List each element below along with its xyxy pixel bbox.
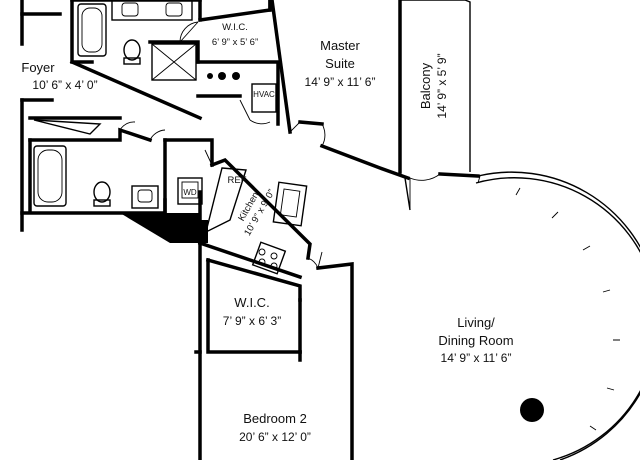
curved-window-wall bbox=[475, 171, 640, 460]
walls bbox=[20, 0, 480, 460]
doors bbox=[119, 21, 441, 269]
ref-label: REF bbox=[228, 175, 247, 186]
master-dims: 14’ 9” x 11’ 6” bbox=[305, 75, 376, 89]
wd-label: WD bbox=[183, 188, 197, 197]
living-label-line2: Dining Room bbox=[438, 333, 513, 348]
hvac-label: HVAC bbox=[253, 90, 275, 99]
living-label-line1: Living/ bbox=[457, 315, 495, 330]
foyer-dims: 10’ 6” x 4’ 0” bbox=[32, 78, 97, 92]
master-label-line2: Suite bbox=[325, 56, 355, 71]
foyer-label: Foyer bbox=[21, 60, 55, 75]
wic-mid-dims: 7’ 9” x 6’ 3” bbox=[223, 314, 281, 328]
wic-top-dims: 6’ 9” x 5’ 6” bbox=[212, 37, 258, 48]
wic-top-label: W.I.C. bbox=[222, 22, 248, 33]
balcony-label: Balcony bbox=[418, 62, 433, 109]
wic-mid-label: W.I.C. bbox=[234, 295, 269, 310]
living-dims: 14’ 9” x 11’ 6” bbox=[441, 351, 512, 365]
fixtures bbox=[33, 0, 544, 422]
bedroom2-dims: 20’ 6” x 12’ 0” bbox=[239, 430, 311, 444]
room-labels: Foyer 10’ 6” x 4’ 0” W.I.C. 6’ 9” x 5’ 6… bbox=[21, 22, 513, 444]
bedroom2-label: Bedroom 2 bbox=[243, 411, 307, 426]
balcony-dims: 14’ 9” x 5’ 9” bbox=[435, 53, 449, 118]
master-label-line1: Master bbox=[320, 38, 360, 53]
